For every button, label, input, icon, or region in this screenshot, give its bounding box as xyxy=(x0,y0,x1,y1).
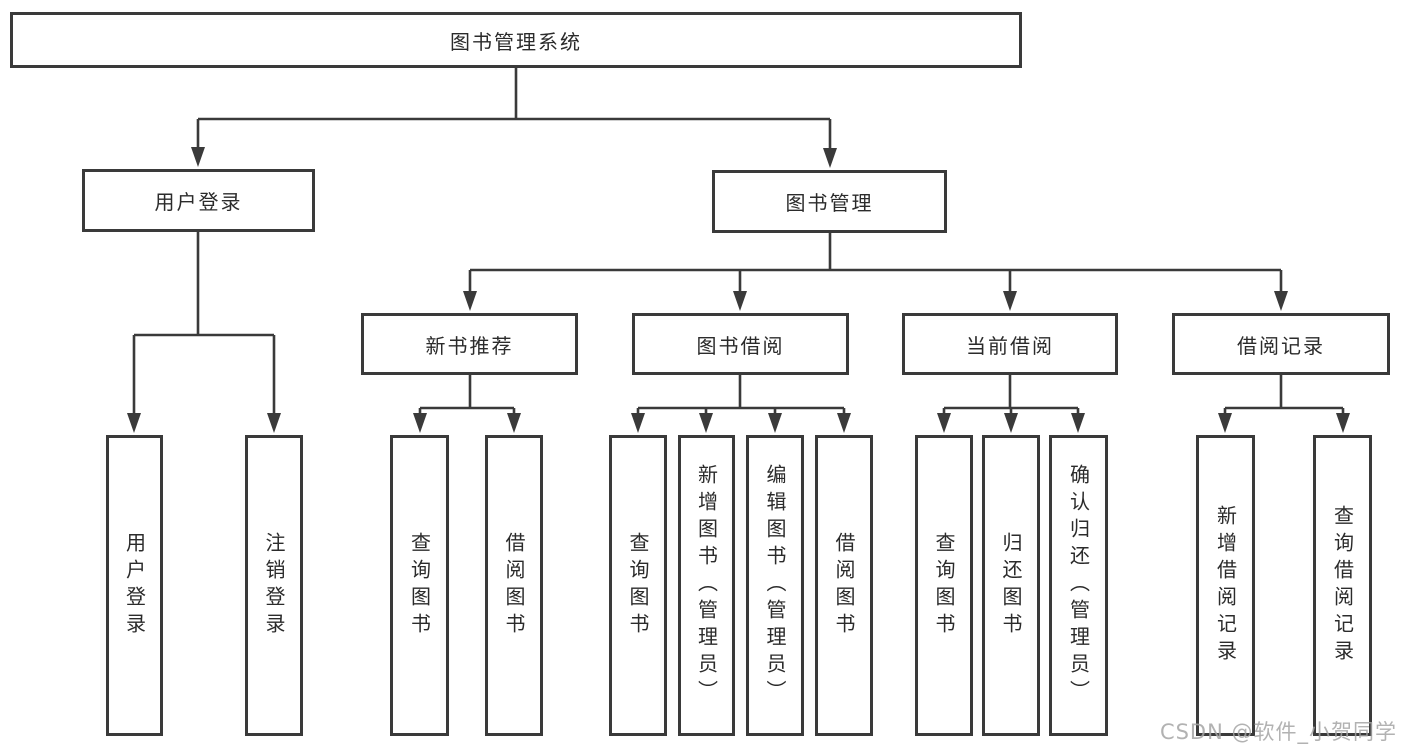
leaf-label: 查询图书 xyxy=(626,531,650,640)
leaf-user-login: 用户登录 xyxy=(106,435,163,736)
leaf-label: 编辑图书（管理员） xyxy=(763,464,787,707)
node-user-login: 用户登录 xyxy=(82,169,315,232)
leaf-label: 用户登录 xyxy=(122,531,147,640)
leaf-label: 新增图书（管理员） xyxy=(694,464,719,707)
leaf-label: 借阅图书 xyxy=(502,531,526,640)
leaf-label: 借阅图书 xyxy=(832,531,856,640)
leaf-query-books-current: 查询图书 xyxy=(915,435,973,736)
leaf-query-borrow-record: 查询借阅记录 xyxy=(1313,435,1372,736)
leaf-confirm-return-admin: 确认归还（管理员） xyxy=(1049,435,1108,736)
node-book-borrowing: 图书借阅 xyxy=(632,313,849,375)
leaf-add-books-admin: 新增图书（管理员） xyxy=(678,435,735,736)
node-book-management: 图书管理 xyxy=(712,170,947,233)
leaf-edit-books-admin: 编辑图书（管理员） xyxy=(746,435,804,736)
leaf-label: 查询图书 xyxy=(407,531,432,640)
leaf-query-books-borrowing: 查询图书 xyxy=(609,435,667,736)
node-new-book-recommendation: 新书推荐 xyxy=(361,313,578,375)
leaf-label: 新增借阅记录 xyxy=(1213,504,1238,667)
leaf-logout: 注销登录 xyxy=(245,435,303,736)
leaf-borrow-books-borrowing: 借阅图书 xyxy=(815,435,873,736)
node-current-borrowing: 当前借阅 xyxy=(902,313,1118,375)
leaf-borrow-books-recommend: 借阅图书 xyxy=(485,435,543,736)
leaf-return-books: 归还图书 xyxy=(982,435,1040,736)
leaf-label: 查询图书 xyxy=(932,531,956,640)
leaf-label: 归还图书 xyxy=(999,531,1023,640)
leaf-add-borrow-record: 新增借阅记录 xyxy=(1196,435,1255,736)
leaf-query-books-recommend: 查询图书 xyxy=(390,435,449,736)
leaf-label: 确认归还（管理员） xyxy=(1066,464,1091,707)
node-borrowing-records: 借阅记录 xyxy=(1172,313,1390,375)
node-library-management-system: 图书管理系统 xyxy=(10,12,1022,68)
leaf-label: 注销登录 xyxy=(262,531,286,640)
leaf-label: 查询借阅记录 xyxy=(1330,504,1355,667)
csdn-watermark: CSDN @软件_小贺同学 xyxy=(1159,720,1397,744)
